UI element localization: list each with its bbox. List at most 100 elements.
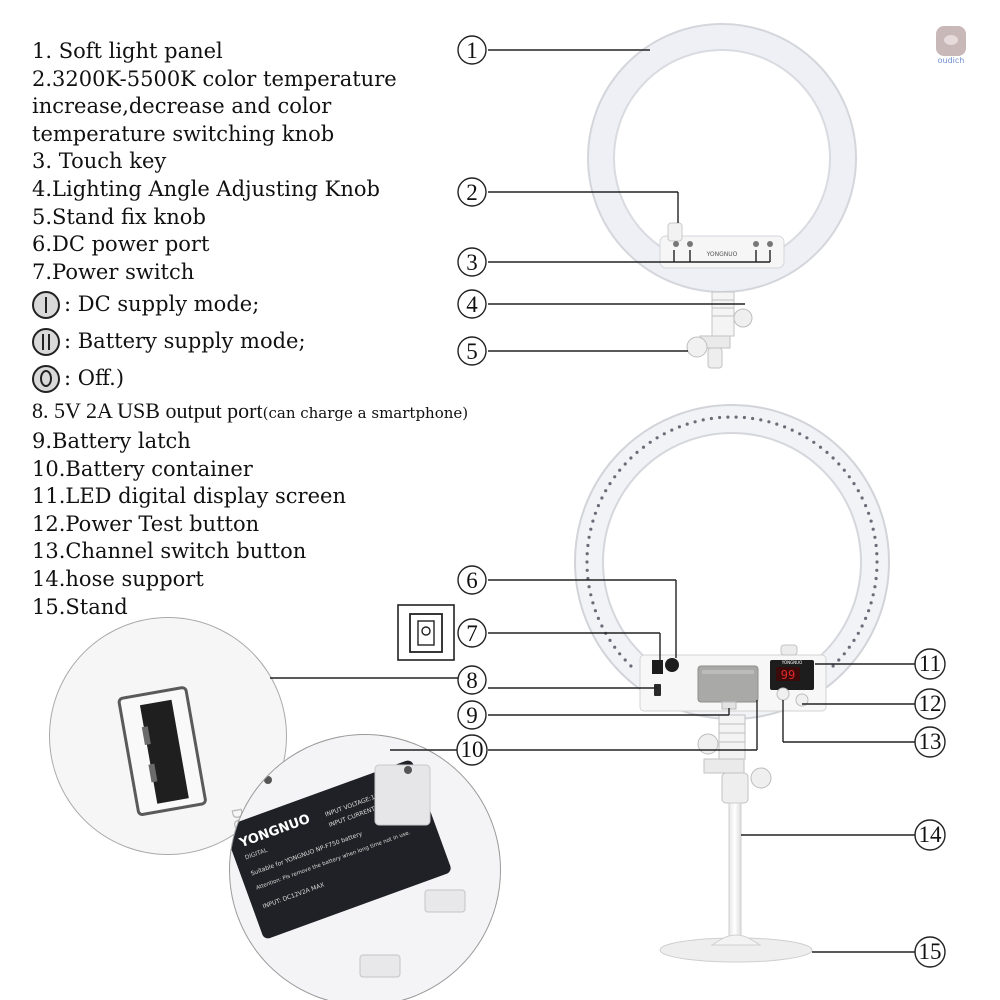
legend-item-9: 9.Battery latch bbox=[32, 428, 191, 453]
front-logo: YONGNUO bbox=[706, 251, 738, 258]
vent-hole bbox=[604, 489, 608, 493]
legend-item-3: 3. Touch key bbox=[32, 149, 167, 174]
hose-support bbox=[728, 802, 742, 944]
power-test-button bbox=[795, 693, 809, 707]
usb-output-port bbox=[654, 684, 661, 696]
vent-hole bbox=[842, 468, 846, 472]
vent-hole bbox=[685, 422, 689, 426]
vent-hole bbox=[734, 415, 738, 419]
single-bar-icon bbox=[32, 290, 60, 319]
callout-2: 2 bbox=[457, 177, 487, 207]
vent-hole bbox=[662, 432, 666, 436]
angle-adjust-joint bbox=[711, 291, 735, 337]
usb-item-text: 8. 5V 2A USB output port bbox=[32, 398, 263, 424]
touch-key-icon bbox=[753, 241, 759, 247]
callout-5: 5 bbox=[457, 336, 487, 366]
vent-hole bbox=[701, 418, 705, 422]
vent-hole bbox=[842, 652, 846, 656]
watermark-icon bbox=[936, 26, 966, 56]
callout-3: 3 bbox=[457, 247, 487, 277]
svg-text:7: 7 bbox=[466, 621, 478, 646]
vent-hole bbox=[608, 482, 612, 486]
callout-1: 1 bbox=[457, 35, 487, 65]
vent-hole bbox=[790, 428, 794, 432]
legend-item-13: 13.Channel switch button bbox=[32, 539, 307, 564]
double-bar-icon bbox=[32, 327, 60, 356]
vent-hole bbox=[585, 568, 589, 572]
callout-4: 4 bbox=[457, 289, 487, 319]
vent-hole bbox=[837, 462, 841, 466]
usb-item-note: (can charge a smartphone) bbox=[262, 404, 469, 423]
vent-hole bbox=[860, 624, 864, 628]
svg-text:10: 10 bbox=[461, 737, 484, 762]
mode-label: : Battery supply mode; bbox=[64, 329, 306, 354]
vent-hole bbox=[759, 418, 763, 422]
mode-label: : Off.) bbox=[64, 366, 125, 391]
vent-hole bbox=[596, 616, 601, 621]
vent-hole bbox=[629, 456, 633, 460]
svg-text:12: 12 bbox=[919, 691, 942, 716]
off-icon bbox=[32, 364, 60, 393]
vent-hole bbox=[593, 609, 598, 613]
vent-hole bbox=[587, 585, 591, 589]
vent-hole bbox=[655, 436, 659, 440]
svg-text:1: 1 bbox=[466, 38, 478, 63]
vent-hole bbox=[593, 511, 598, 515]
battery-zoom-inset: YONGNUO DIGITAL INPUT VOLTAGE:12V INPUT … bbox=[229, 734, 501, 1000]
svg-text:15: 15 bbox=[919, 939, 942, 964]
vent-hole bbox=[867, 511, 871, 515]
vent-hole bbox=[613, 645, 617, 649]
callout-15: 15 bbox=[914, 936, 946, 968]
vent-hole bbox=[805, 436, 809, 440]
vent-hole bbox=[670, 428, 674, 432]
vent-hole bbox=[677, 425, 682, 429]
vent-hole bbox=[867, 609, 871, 613]
battery-latch bbox=[721, 701, 737, 710]
vent-hole bbox=[874, 543, 878, 548]
vent-hole bbox=[751, 416, 755, 421]
callout-13: 13 bbox=[914, 726, 946, 758]
vent-hole bbox=[871, 593, 875, 597]
legend-item-1: 1. Soft light panel bbox=[32, 39, 223, 63]
vent-hole bbox=[864, 504, 868, 508]
watermark-logo: oudich bbox=[934, 26, 968, 65]
vent-hole bbox=[831, 456, 835, 460]
vent-hole bbox=[718, 415, 722, 420]
legend-item-6: 6.DC power port bbox=[32, 232, 210, 257]
callout-8: 8 bbox=[457, 665, 487, 695]
vent-hole bbox=[618, 652, 622, 656]
vent-hole bbox=[847, 645, 851, 649]
vent-hole bbox=[873, 535, 877, 539]
vent-hole bbox=[608, 638, 612, 643]
callout-11: 11 bbox=[914, 648, 946, 680]
vent-hole bbox=[618, 468, 622, 472]
legend-item-15: 15.Stand bbox=[32, 594, 128, 619]
vent-hole bbox=[591, 519, 595, 523]
color-temperature-knob bbox=[667, 222, 683, 242]
vent-hole bbox=[874, 576, 878, 581]
vent-hole bbox=[775, 422, 779, 426]
vent-hole bbox=[831, 664, 835, 668]
legend-item-7: 7.Power switch bbox=[32, 259, 195, 284]
svg-text:2: 2 bbox=[466, 180, 478, 205]
vent-hole bbox=[587, 535, 591, 539]
touch-key-icon bbox=[687, 241, 693, 247]
rear-logo: YONGNUO bbox=[781, 660, 803, 665]
vent-hole bbox=[852, 638, 856, 643]
rear-ring-light: 99 YONGNUO bbox=[574, 404, 890, 963]
callout-12: 12 bbox=[914, 688, 946, 720]
power-switch-icon bbox=[397, 604, 455, 661]
vent-hole bbox=[600, 624, 604, 628]
callout-10: 10 bbox=[456, 734, 488, 766]
vent-hole bbox=[783, 425, 787, 429]
vent-hole bbox=[825, 450, 829, 454]
legend-item-2: 2.3200K-5500K color temperature increase… bbox=[32, 66, 397, 146]
legend-item-8: 8. 5V 2A USB output port(can charge a sm… bbox=[32, 397, 492, 428]
svg-text:9: 9 bbox=[466, 703, 478, 728]
vent-hole bbox=[871, 527, 875, 531]
mode-dc-supply: : DC supply mode; bbox=[32, 286, 492, 323]
channel-switch-button bbox=[776, 687, 790, 701]
callout-14: 14 bbox=[914, 819, 946, 851]
